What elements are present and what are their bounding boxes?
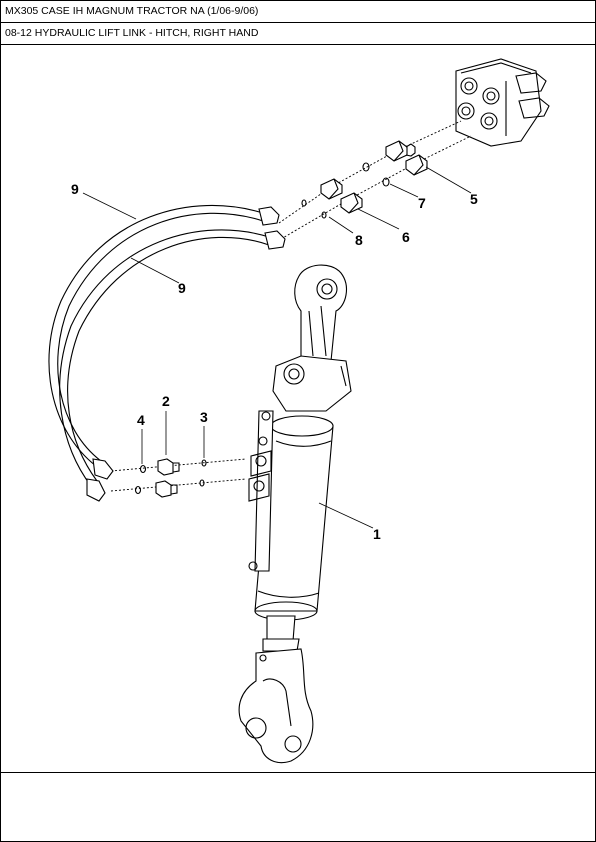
callout-7: 7 bbox=[418, 195, 426, 211]
control-valve bbox=[455, 58, 550, 147]
callout-2: 2 bbox=[162, 393, 170, 409]
callout-1: 1 bbox=[373, 526, 381, 542]
callout-5: 5 bbox=[470, 191, 478, 207]
hydraulic-hoses bbox=[48, 204, 286, 502]
footer-divider bbox=[1, 772, 595, 773]
header-section-row: 08-12 HYDRAULIC LIFT LINK - HITCH, RIGHT… bbox=[1, 23, 595, 45]
callout-3: 3 bbox=[200, 409, 208, 425]
callout-9-lower: 9 bbox=[178, 280, 186, 296]
header-model-row: MX305 CASE IH MAGNUM TRACTOR NA (1/06-9/… bbox=[1, 1, 595, 23]
fittings-lower bbox=[134, 458, 207, 498]
leader-lines bbox=[82, 166, 472, 529]
callout-9-upper: 9 bbox=[71, 181, 79, 197]
fittings-upper bbox=[301, 140, 428, 219]
callout-8: 8 bbox=[355, 232, 363, 248]
callout-4: 4 bbox=[137, 412, 145, 428]
section-title: 08-12 HYDRAULIC LIFT LINK - HITCH, RIGHT… bbox=[5, 27, 259, 39]
lift-cylinder bbox=[238, 264, 352, 764]
model-title: MX305 CASE IH MAGNUM TRACTOR NA (1/06-9/… bbox=[5, 5, 259, 17]
callout-6: 6 bbox=[402, 229, 410, 245]
parts-diagram: 1 2 3 4 5 6 7 8 9 9 bbox=[48, 58, 550, 764]
